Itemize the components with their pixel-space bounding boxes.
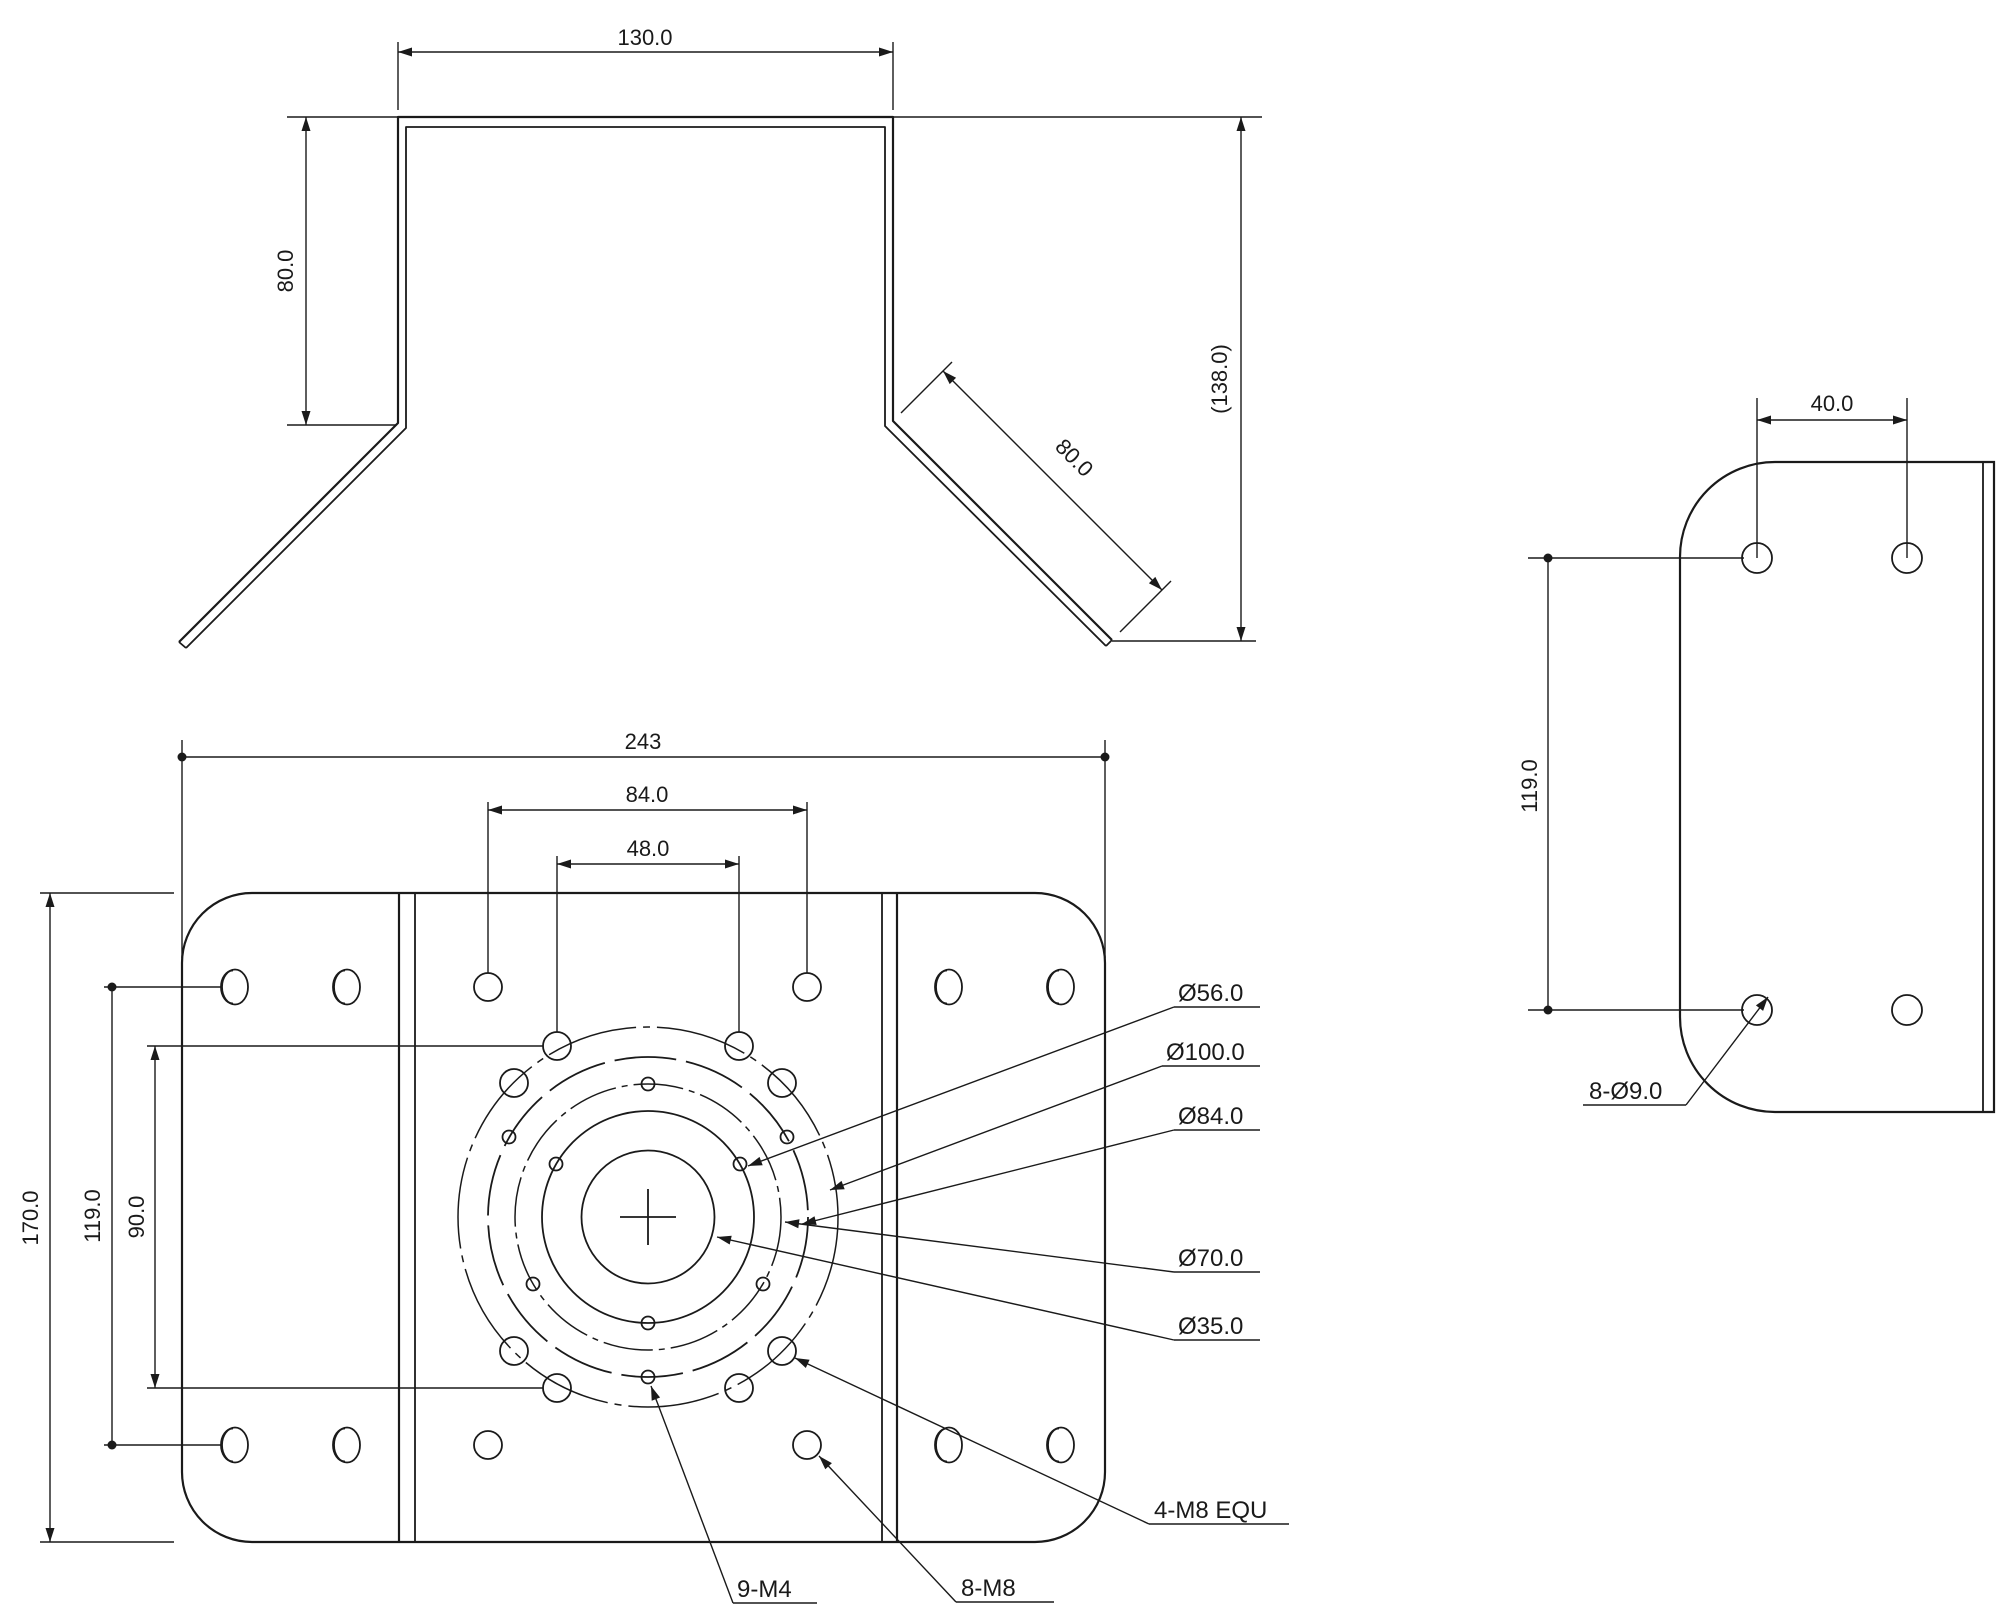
- slot-hole: [1046, 968, 1075, 1006]
- m8-equ-holes: [499, 1068, 797, 1366]
- m4-hole: [525, 1276, 541, 1292]
- dim-119: 119.0: [80, 982, 222, 1450]
- dim-48: 48.0: [556, 836, 740, 1032]
- dim-80-wing: 80.0: [900, 361, 1172, 633]
- dim-84: 84.0: [487, 782, 808, 973]
- dim-40: 40.0: [1756, 391, 1908, 558]
- slot-hole: [934, 968, 963, 1006]
- m4-hole: [732, 1156, 748, 1172]
- m8-hole: [473, 972, 503, 1002]
- m4-hole: [779, 1129, 795, 1145]
- slot-holes: [220, 968, 1075, 1464]
- wing-end-cap-right: [1105, 639, 1113, 647]
- plate-outline: [180, 891, 1107, 1544]
- callout-d84-label: Ø84.0: [1178, 1103, 1243, 1130]
- d9-hole: [1741, 994, 1773, 1026]
- m8-hole: [767, 1068, 797, 1098]
- dim-90-label: 90.0: [124, 1196, 149, 1239]
- callout-m8-equ-label: 4-M8 EQU: [1154, 1497, 1267, 1524]
- slot-hole: [332, 968, 361, 1006]
- dim-130: 130.0: [397, 25, 894, 110]
- dim-170-label: 170.0: [18, 1190, 43, 1245]
- m4-hole: [501, 1129, 517, 1145]
- m8-hole: [792, 972, 822, 1002]
- dim-170: 170.0: [18, 892, 174, 1543]
- m8-hole: [499, 1068, 529, 1098]
- callout-d56: Ø56.0: [747, 980, 1260, 1167]
- dim-138: (138.0): [1112, 117, 1256, 642]
- bolt-circle-d100: [457, 1026, 839, 1408]
- dim-80-leg-label: 80.0: [273, 250, 298, 293]
- bolt-circle-d70: [514, 1083, 782, 1351]
- slot-hole: [1046, 1426, 1075, 1464]
- top-profile-view: 130.0 80.0 80.0 (138.0): [178, 25, 1262, 649]
- dim-243: 243: [177, 729, 1110, 958]
- front-view: 243 84.0 48.0 170.0: [18, 729, 1289, 1604]
- m4-hole: [548, 1156, 564, 1172]
- circle-d56: [541, 1110, 755, 1324]
- dim-130-label: 130.0: [617, 25, 672, 50]
- slot-hole: [934, 1426, 963, 1464]
- side-plate-outline: [1678, 460, 1996, 1114]
- callout-d84: Ø84.0: [801, 1103, 1260, 1225]
- callout-d35: Ø35.0: [716, 1235, 1260, 1341]
- callout-d100: Ø100.0: [829, 1039, 1260, 1191]
- dim-40-label: 40.0: [1811, 391, 1854, 416]
- callout-d9: 8-Ø9.0: [1583, 996, 1769, 1106]
- m8-hole: [724, 1373, 754, 1403]
- callout-m8-label: 8-M8: [961, 1575, 1016, 1602]
- dim-80-wing-label: 80.0: [1050, 434, 1098, 482]
- slot-hole: [220, 1426, 249, 1464]
- m8-hole: [767, 1336, 797, 1366]
- dim-119-side: 119.0: [1517, 553, 1744, 1015]
- slot-hole: [220, 968, 249, 1006]
- center-cross: [620, 1189, 676, 1245]
- dim-119-label: 119.0: [80, 1189, 105, 1242]
- side-holes: [1741, 542, 1923, 1026]
- callout-m8-equ: 4-M8 EQU: [794, 1357, 1289, 1525]
- profile-outer-edge: [178, 115, 1113, 643]
- m8-hole: [792, 1430, 822, 1460]
- callout-d56-label: Ø56.0: [1178, 980, 1243, 1007]
- wing-end-cap-left: [178, 641, 187, 649]
- profile-inner-edge: [185, 126, 1107, 649]
- circle-d84: [487, 1056, 809, 1378]
- d9-hole: [1891, 994, 1923, 1026]
- m8-hole: [473, 1430, 503, 1460]
- side-view: 40.0 119.0 8-Ø9.0: [1517, 391, 1996, 1114]
- slot-hole: [332, 1426, 361, 1464]
- callout-d9-label: 8-Ø9.0: [1589, 1078, 1662, 1105]
- dim-119-side-label: 119.0: [1517, 759, 1542, 812]
- m8-hole: [499, 1336, 529, 1366]
- callout-m4-label: 9-M4: [737, 1576, 792, 1603]
- callout-d70-label: Ø70.0: [1178, 1245, 1243, 1272]
- dim-90: 90.0: [124, 1045, 543, 1389]
- callout-m4: 9-M4: [650, 1385, 817, 1604]
- callout-d70: Ø70.0: [784, 1219, 1260, 1273]
- dim-138-label: (138.0): [1207, 344, 1232, 414]
- dim-48-label: 48.0: [627, 836, 670, 861]
- callout-d35-label: Ø35.0: [1178, 1313, 1243, 1340]
- circle-d35: [580, 1149, 716, 1285]
- m4-hole: [755, 1276, 771, 1292]
- dim-243-label: 243: [625, 729, 662, 754]
- callout-d100-label: Ø100.0: [1166, 1039, 1245, 1066]
- callout-m8: 8-M8: [818, 1455, 1054, 1603]
- dim-80-leg: 80.0: [273, 117, 396, 426]
- dim-84-label: 84.0: [626, 782, 669, 807]
